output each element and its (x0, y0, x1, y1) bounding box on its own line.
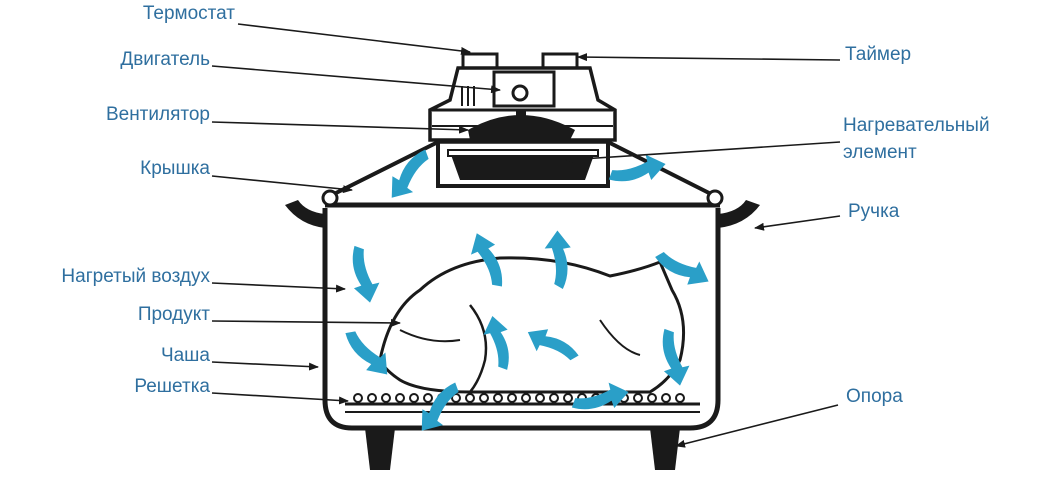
fan (468, 110, 575, 150)
label-lid: Крышка (140, 158, 210, 179)
hot-air-arrow (483, 315, 509, 370)
label-motor: Двигатель (120, 49, 210, 70)
label-handle: Ручка (848, 201, 900, 222)
leader-product (211, 318, 401, 327)
label-thermostat: Термостат (142, 3, 235, 24)
leader-rack (211, 392, 349, 405)
label-bowl: Чаша (160, 345, 210, 366)
leader-heating-element (565, 141, 841, 164)
rack-bar (409, 393, 419, 403)
handle-left (285, 200, 325, 228)
leader-fan (211, 121, 469, 134)
label-hot-air: Нагретый воздух (61, 266, 210, 287)
leader-support (675, 404, 839, 448)
label-product: Продукт (137, 304, 210, 325)
hot-air-arrow (662, 328, 690, 386)
hot-air-arrow (391, 149, 429, 198)
leader-handle (754, 215, 841, 231)
hot-air-arrow (527, 329, 579, 361)
rack-bar (451, 393, 461, 403)
label-timer: Таймер (845, 44, 912, 65)
rack-bar (423, 393, 433, 403)
rack-bar (395, 393, 405, 403)
label-heating-element-line2: элемент (843, 142, 917, 163)
rack-bar (353, 393, 363, 403)
motor (461, 70, 556, 108)
leader-thermostat (237, 23, 471, 55)
lid (321, 138, 724, 208)
rack-bar (563, 393, 573, 403)
rack-bar (549, 393, 559, 403)
rack-bar (381, 393, 391, 403)
leader-lines (211, 23, 841, 448)
rack-bar (465, 393, 475, 403)
support-right (650, 428, 680, 470)
hot-air-arrow (352, 245, 380, 303)
rack-bar (675, 393, 685, 403)
hot-air-arrow (421, 382, 459, 431)
rack-bar (493, 393, 503, 403)
leader-motor (211, 65, 501, 94)
rack-bar (367, 393, 377, 403)
rack-bar (479, 393, 489, 403)
product (378, 256, 686, 394)
rack-bar (633, 393, 643, 403)
timer-knob (541, 52, 579, 70)
hot-air-arrow (608, 154, 666, 182)
hot-air-arrow (544, 230, 571, 290)
hot-air-arrow (470, 233, 503, 287)
rack (345, 393, 700, 413)
rack-bar (647, 393, 657, 403)
support-left (365, 428, 395, 470)
label-fan: Вентилятор (105, 104, 210, 125)
leader-timer (577, 53, 841, 62)
label-heating-element-line1: Нагревательный (843, 115, 990, 136)
hot-air-arrow (655, 251, 709, 285)
bowl (322, 208, 721, 431)
heating-element (436, 140, 610, 188)
leader-bowl (211, 361, 319, 371)
rack-bar (507, 393, 517, 403)
thermostat-knob (461, 52, 499, 70)
hot-air-arrows (345, 149, 709, 431)
rack-bar (521, 393, 531, 403)
rack-bar (535, 393, 545, 403)
leader-hot-air (211, 282, 346, 293)
leader-lid (211, 175, 353, 194)
label-support: Опора (846, 386, 903, 407)
handle-right (718, 200, 760, 228)
rack-bar (661, 393, 671, 403)
hot-air-arrow (345, 331, 388, 375)
label-rack: Решетка (134, 376, 210, 397)
hot-air-arrow (571, 382, 629, 410)
